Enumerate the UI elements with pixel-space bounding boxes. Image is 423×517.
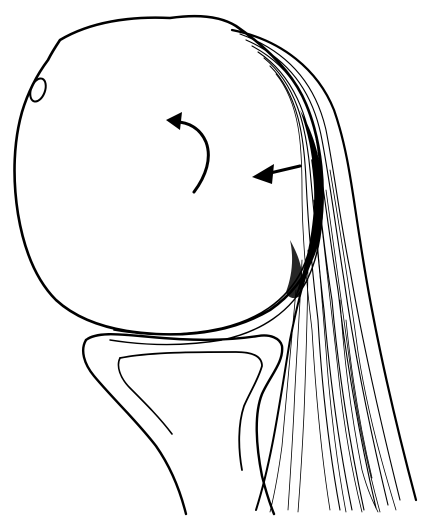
tendon-fibers bbox=[232, 30, 416, 512]
compression-arrow-icon bbox=[252, 164, 300, 184]
glenoid bbox=[83, 334, 282, 514]
humeral-head bbox=[15, 16, 323, 344]
rotation-arrow-icon bbox=[166, 112, 208, 192]
